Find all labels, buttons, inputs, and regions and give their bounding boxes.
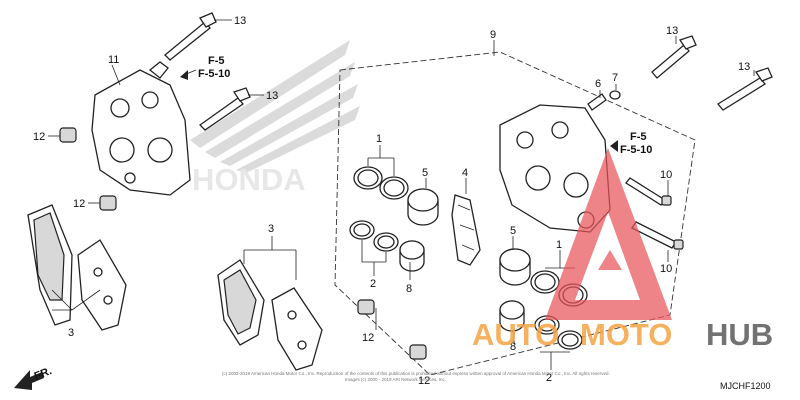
bleeder-cap bbox=[610, 91, 620, 99]
callout-12-c: 12 bbox=[362, 332, 374, 344]
right-pin-upper bbox=[626, 178, 671, 205]
left-upper-bolt bbox=[165, 13, 216, 60]
seal-set-center bbox=[354, 167, 408, 199]
callout-11: 11 bbox=[108, 54, 119, 66]
callout-7: 7 bbox=[612, 72, 618, 84]
callout-1-a: 1 bbox=[376, 133, 382, 145]
ref-arrow-left-icon bbox=[180, 70, 188, 80]
ref-f5-left: F-5 bbox=[208, 55, 225, 67]
center-pad-inner bbox=[272, 288, 322, 370]
callout-5-a: 5 bbox=[422, 167, 428, 179]
center-pin-bottom bbox=[410, 345, 426, 359]
left-pad-outer bbox=[28, 205, 72, 325]
small-piston-center bbox=[400, 241, 424, 271]
callout-1-b: 1 bbox=[556, 239, 562, 251]
left-pin-lower bbox=[100, 196, 116, 210]
left-pin-upper bbox=[60, 128, 76, 142]
seal-set-center-small bbox=[350, 221, 398, 251]
watermark-text-hub: HUB bbox=[706, 317, 773, 352]
front-direction-indicator: FR. bbox=[14, 365, 54, 390]
callout-13-a: 13 bbox=[234, 15, 246, 27]
ref-f510-left: F-5-10 bbox=[198, 68, 230, 80]
callout-10-a: 10 bbox=[660, 169, 672, 181]
left-caliper bbox=[92, 62, 190, 195]
callout-13-b: 13 bbox=[266, 90, 278, 102]
callout-10-b: 10 bbox=[660, 263, 672, 275]
left-pad-inner bbox=[78, 240, 126, 330]
callout-13-d: 13 bbox=[738, 61, 750, 73]
ref-f5-right: F-5 bbox=[630, 131, 647, 143]
callout-12-a: 12 bbox=[33, 131, 45, 143]
diagram-code: MJCHF1200 bbox=[720, 381, 771, 391]
right-long-bolt bbox=[718, 68, 772, 110]
callout-12-b: 12 bbox=[73, 198, 85, 210]
center-pin-lower bbox=[358, 300, 374, 314]
center-pad-outer bbox=[218, 260, 264, 345]
front-label: FR. bbox=[33, 365, 54, 383]
right-upper-bolt bbox=[652, 36, 696, 78]
ref-arrow-right-icon bbox=[610, 140, 618, 152]
copyright-line-1: (c) 2002-2019 American Honda Motor Co., … bbox=[222, 371, 610, 376]
callout-13-c: 13 bbox=[666, 25, 678, 37]
piston-right bbox=[500, 249, 530, 285]
callout-4: 4 bbox=[462, 167, 468, 179]
callout-6: 6 bbox=[595, 78, 601, 90]
bleeder-screw bbox=[588, 94, 606, 110]
callout-2-a: 2 bbox=[370, 278, 376, 290]
callout-3-a: 3 bbox=[68, 327, 74, 339]
callout-9: 9 bbox=[490, 29, 496, 41]
pad-spring bbox=[452, 195, 480, 265]
watermark-text-auto: AUTO bbox=[472, 317, 559, 352]
piston-center bbox=[408, 189, 438, 225]
callout-5-b: 5 bbox=[510, 225, 516, 237]
watermark-text-moto: MOTO bbox=[580, 317, 672, 352]
honda-logo-text: HONDA bbox=[192, 162, 306, 197]
ref-f510-right: F-5-10 bbox=[620, 144, 652, 156]
callout-8-a: 8 bbox=[406, 283, 412, 295]
copyright-line-2: Images (c) 2000 - 2019 ARI Network Servi… bbox=[345, 377, 446, 382]
